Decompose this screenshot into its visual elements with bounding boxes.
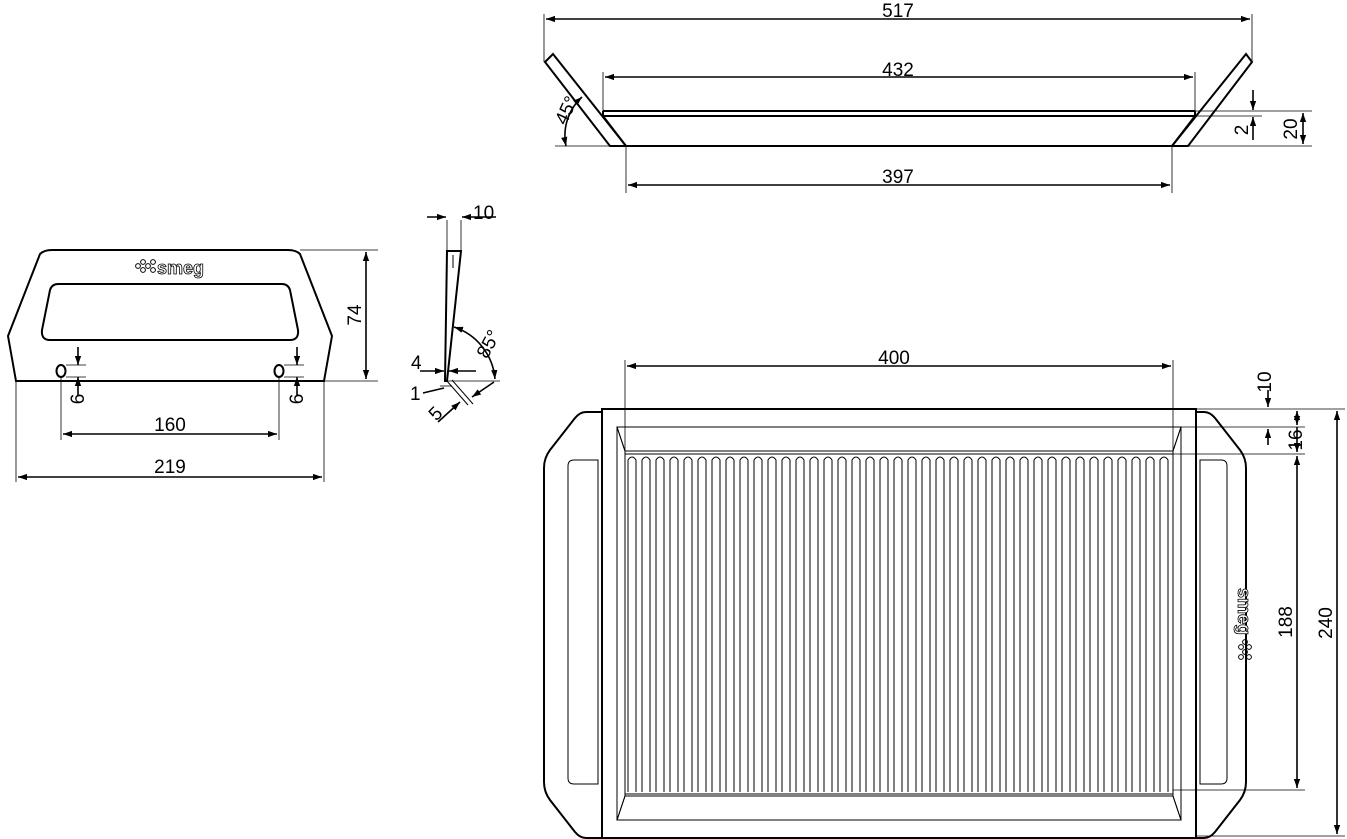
mounting-hole-right [273, 364, 285, 378]
dim-label-top-margin: 16 [1286, 429, 1307, 450]
top-right-handle [1196, 411, 1247, 839]
grill-rib [627, 456, 637, 792]
dim-label-hole-right: 6 [287, 394, 308, 405]
grill-rib [1061, 456, 1071, 792]
handle-logo: smeg [135, 258, 204, 278]
handle-grip-window [40, 283, 300, 341]
grill-rib [907, 456, 917, 792]
top-view: smeg 400 10 16 188 240 [543, 348, 1345, 839]
dim-label-overall-height: 240 [1316, 607, 1337, 639]
grill-rib [1145, 456, 1155, 792]
top-brand-text: smeg [1234, 588, 1254, 635]
grill-rib [767, 456, 777, 792]
grill-rib [865, 456, 875, 792]
grill-rib [1131, 456, 1141, 792]
grill-rib [711, 456, 721, 792]
side-left-handle [543, 52, 629, 147]
grill-rib [697, 456, 707, 792]
grill-rib [1047, 456, 1057, 792]
grill-rib [1075, 456, 1085, 792]
grill-rib [1033, 456, 1043, 792]
angle-arc-45 [561, 96, 583, 147]
dim-label-side-rim: 2 [1232, 125, 1253, 136]
dim-label-top-edge: 10 [1255, 371, 1276, 392]
grill-rib [753, 456, 763, 792]
grill-rib [809, 456, 819, 792]
dim-label-side-angle: 45° [551, 93, 582, 128]
dim-label-profile-angle: 85° [473, 327, 505, 362]
grill-rib [795, 456, 805, 792]
dim-label-hole-spacing: 160 [154, 415, 186, 436]
grill-rib [641, 456, 651, 792]
handle-brand-text: smeg [157, 258, 204, 278]
handle-outline [6, 249, 334, 382]
grill-rib [921, 456, 931, 792]
grill-ribs [627, 456, 1169, 792]
grill-rib [739, 456, 749, 792]
grill-rib [1117, 456, 1127, 792]
grill-rib [991, 456, 1001, 792]
grill-rib [725, 456, 735, 792]
dim-label-side-overall: 517 [882, 1, 914, 22]
dim-label-handle-width: 219 [154, 457, 186, 478]
dim-label-side-bottom: 397 [882, 167, 914, 188]
grill-rib [837, 456, 847, 792]
grill-rib [1103, 456, 1113, 792]
top-left-handle [543, 411, 602, 839]
grill-rib [893, 456, 903, 792]
grill-rib [669, 456, 679, 792]
handle-view: smeg 74 6 6 160 219 [6, 249, 378, 482]
grill-area [624, 453, 1174, 795]
grill-rib [977, 456, 987, 792]
grill-rib [1159, 456, 1169, 792]
profile-outline [443, 250, 463, 382]
mounting-hole-left [55, 364, 67, 378]
grill-rib [851, 456, 861, 792]
grill-plate-body [601, 408, 1197, 839]
dim-label-profile-4: 4 [411, 353, 422, 374]
dim-label-hole-left: 6 [68, 394, 89, 405]
dim-label-grill-width: 400 [878, 348, 910, 369]
top-logo: smeg [1234, 588, 1254, 660]
grill-rib [879, 456, 889, 792]
grill-rib [949, 456, 959, 792]
dim-label-profile-top: 10 [473, 203, 494, 224]
grill-rib [1005, 456, 1015, 792]
profile-view: 10 85° 4 1 5 [410, 203, 505, 425]
dim-label-side-height: 20 [1281, 118, 1302, 139]
grill-rib [935, 456, 945, 792]
dim-label-profile-1: 1 [410, 384, 421, 405]
dim-label-grill-height: 188 [1276, 606, 1297, 638]
side-view: 517 432 397 45° 2 20 [543, 1, 1312, 193]
dim-label-profile-5: 5 [425, 403, 447, 425]
grill-rib [1019, 456, 1029, 792]
grill-rib [655, 456, 665, 792]
dim-label-handle-height: 74 [345, 304, 366, 326]
dim-label-side-inner: 432 [882, 60, 914, 81]
grill-rib [683, 456, 693, 792]
grill-rib [1089, 456, 1099, 792]
grill-rib [823, 456, 833, 792]
grill-rib [963, 456, 973, 792]
angle-arc-85 [453, 326, 498, 380]
grill-rib [781, 456, 791, 792]
